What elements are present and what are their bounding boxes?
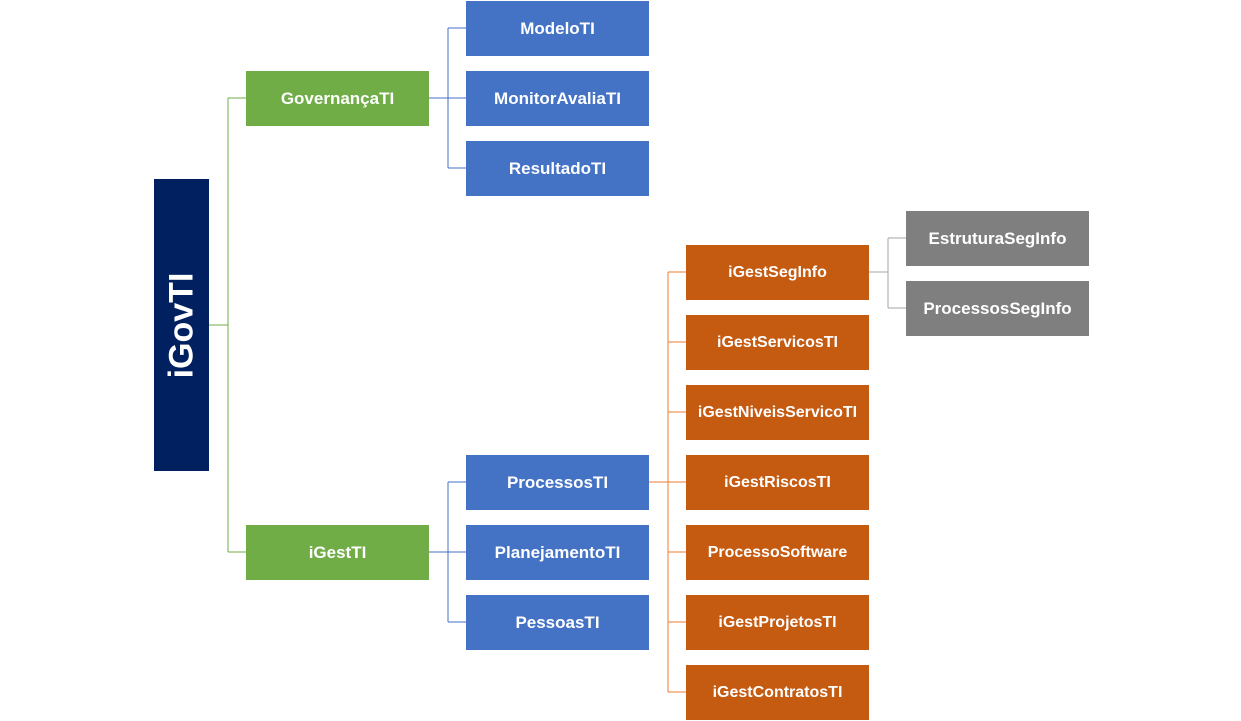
node-monitoravaliati: MonitorAvaliaTI [466, 71, 649, 126]
node-label: iGestNiveisServicoTI [697, 403, 858, 421]
node-label: EstruturaSegInfo [928, 228, 1067, 248]
node-igestservicosti: iGestServicosTI [686, 315, 869, 370]
node-governancati: GovernançaTI [246, 71, 429, 126]
node-estruturaseginfo: EstruturaSegInfo [906, 211, 1089, 266]
node-processosti: ProcessosTI [466, 455, 649, 510]
node-label: iGestTI [308, 542, 367, 562]
node-label: MonitorAvaliaTI [494, 88, 621, 108]
node-resultadoti: ResultadoTI [466, 141, 649, 196]
node-label: ProcessoSoftware [707, 543, 848, 561]
node-igestseginfo: iGestSegInfo [686, 245, 869, 300]
node-label: PessoasTI [515, 612, 600, 632]
node-label: iGestServicosTI [717, 333, 838, 351]
node-label: iGestContratosTI [712, 683, 843, 701]
processos-connectors [649, 271, 686, 693]
node-igestniveisservicoti: iGestNiveisServicoTI [686, 385, 869, 440]
root-node-igovti: iGovTI [154, 179, 209, 471]
node-label: ModeloTI [520, 18, 595, 38]
node-planejamentoti: PlanejamentoTI [466, 525, 649, 580]
node-label: iGestProjetosTI [718, 613, 837, 631]
root-node-label: iGovTI [162, 272, 201, 378]
seginfo-connectors [869, 237, 906, 309]
node-label: iGestSegInfo [728, 263, 827, 281]
node-label: ProcessosSegInfo [923, 298, 1072, 318]
node-igestcontratosti: iGestContratosTI [686, 665, 869, 720]
node-processosoftware: ProcessoSoftware [686, 525, 869, 580]
node-label: PlanejamentoTI [494, 542, 621, 562]
node-igestti: iGestTI [246, 525, 429, 580]
node-label: GovernançaTI [280, 88, 395, 108]
node-label: ProcessosTI [506, 472, 609, 492]
node-igestriscosti: iGestRiscosTI [686, 455, 869, 510]
node-modeloti: ModeloTI [466, 1, 649, 56]
node-pessoasti: PessoasTI [466, 595, 649, 650]
governanca-connectors [429, 27, 466, 169]
node-label: ResultadoTI [508, 158, 607, 178]
node-igestprojetosti: iGestProjetosTI [686, 595, 869, 650]
root-connectors [209, 97, 246, 553]
node-processosseginfo: ProcessosSegInfo [906, 281, 1089, 336]
igest-connectors [429, 481, 466, 623]
node-label: iGestRiscosTI [724, 473, 831, 491]
